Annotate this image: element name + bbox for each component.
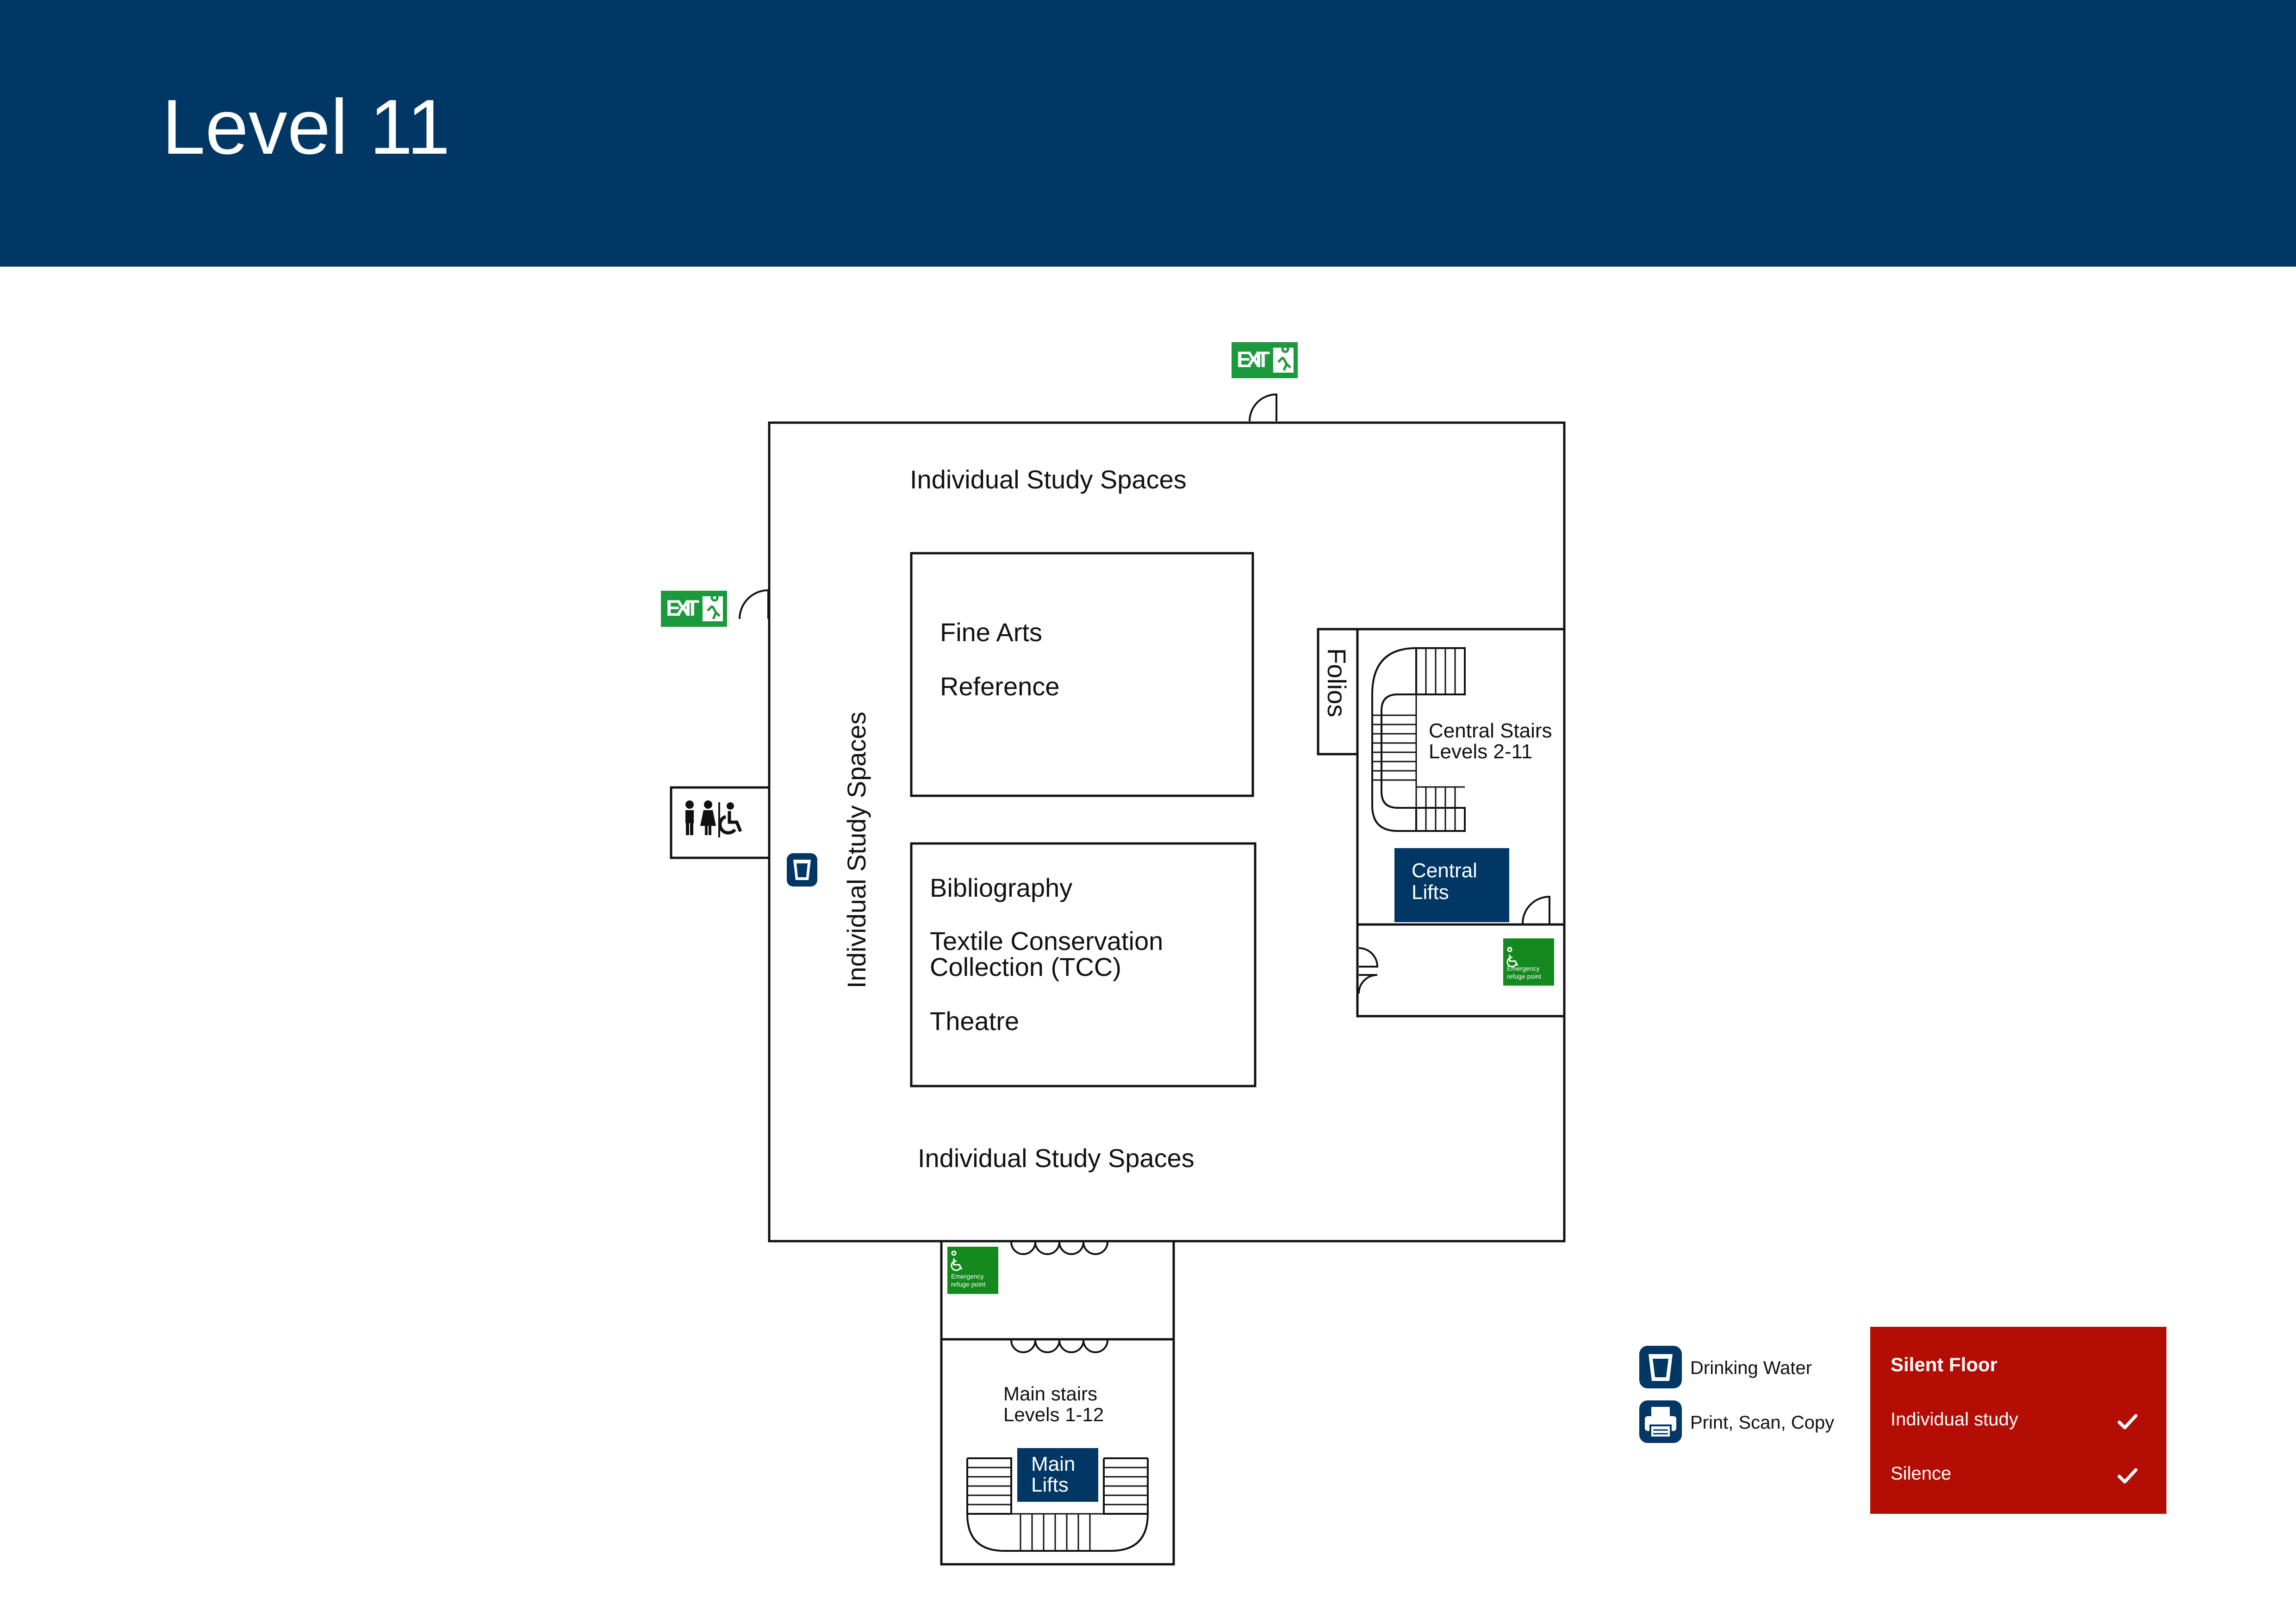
drinking-water-icon <box>1639 1346 1682 1388</box>
central-lifts[interactable] <box>1394 848 1509 922</box>
central-stairs-drawing <box>1371 647 1466 832</box>
toilets-icon <box>685 800 742 837</box>
main-lifts[interactable] <box>1017 1448 1098 1502</box>
refuge-point-main: Emergency refuge point <box>947 1247 998 1294</box>
door-central-lifts <box>1522 895 1550 924</box>
central-lifts-label-1: Central <box>1412 859 1477 882</box>
running-man-icon <box>1277 345 1291 371</box>
door-central-lobby <box>1358 947 1379 994</box>
study-spaces-bottom-label: Individual Study Spaces <box>918 1143 1195 1173</box>
fine-arts-room[interactable] <box>910 552 1254 797</box>
central-stairs-label-1: Central Stairs <box>1429 719 1552 742</box>
silent-floor-title: Silent Floor <box>1891 1354 1997 1375</box>
textile-label: Textile Conservation <box>930 926 1163 956</box>
main-lifts-label-2: Lifts <box>1031 1474 1069 1496</box>
wheelchair-icon <box>951 1250 963 1271</box>
door-main-stairs <box>1010 1340 1108 1353</box>
door-west <box>739 589 769 619</box>
refuge-text-2: refuge point <box>951 1280 985 1288</box>
page-title: Level 11 <box>162 83 450 170</box>
main-lifts-label-1: Main <box>1031 1453 1075 1475</box>
central-stairs-label-2: Levels 2-11 <box>1429 740 1532 763</box>
main-stairs-drawing <box>966 1457 1149 1552</box>
silent-row-silence: Silence <box>1891 1463 1952 1484</box>
check-icon <box>2117 1468 2138 1484</box>
refuge-text-2: refuge point <box>1507 973 1541 980</box>
main-stairs-label-2: Levels 1-12 <box>1003 1404 1104 1425</box>
header-banner: Level 11 <box>0 0 2296 267</box>
reference-label: Reference <box>940 672 1059 701</box>
silent-floor-panel: Silent Floor Individual study Silence <box>1870 1327 2166 1514</box>
silent-row-individual-study: Individual study <box>1891 1409 2018 1430</box>
running-man-icon <box>707 593 721 619</box>
refuge-text-1: Emergency <box>951 1273 984 1280</box>
main-stairs-label-1: Main stairs <box>1003 1383 1097 1405</box>
door-north <box>1249 393 1277 422</box>
exit-text-west: EXIT <box>666 596 699 621</box>
legend-drinking-water-label: Drinking Water <box>1690 1358 1812 1378</box>
refuge-text-1: Emergency <box>1507 965 1540 972</box>
bibliography-room[interactable] <box>910 842 1257 1087</box>
door-main-lobby-north <box>1010 1242 1108 1255</box>
fine-arts-label: Fine Arts <box>940 618 1042 647</box>
bibliography-label: Bibliography <box>930 873 1072 902</box>
doors <box>739 393 1550 1353</box>
study-spaces-left-label: Individual Study Spaces <box>842 712 871 988</box>
folios-label: Folios <box>1322 648 1351 717</box>
exit-sign-north: EXIT <box>1230 340 1300 380</box>
exit-sign-west: EXIT <box>659 589 729 629</box>
drinking-water-icon[interactable] <box>787 853 817 887</box>
theatre-label: Theatre <box>930 1006 1019 1036</box>
central-lifts-label-2: Lifts <box>1412 881 1449 904</box>
refuge-point-central: Emergency refuge point <box>1503 938 1554 986</box>
exit-text-north: EXIT <box>1237 348 1270 372</box>
tcc-label: Collection (TCC) <box>930 952 1121 981</box>
printer-icon <box>1639 1400 1682 1443</box>
study-spaces-top-label: Individual Study Spaces <box>910 465 1187 494</box>
folios-shelf[interactable] <box>1317 628 1359 756</box>
wheelchair-icon <box>1506 947 1518 968</box>
check-icon <box>2117 1414 2138 1430</box>
legend-print-label: Print, Scan, Copy <box>1690 1412 1835 1433</box>
